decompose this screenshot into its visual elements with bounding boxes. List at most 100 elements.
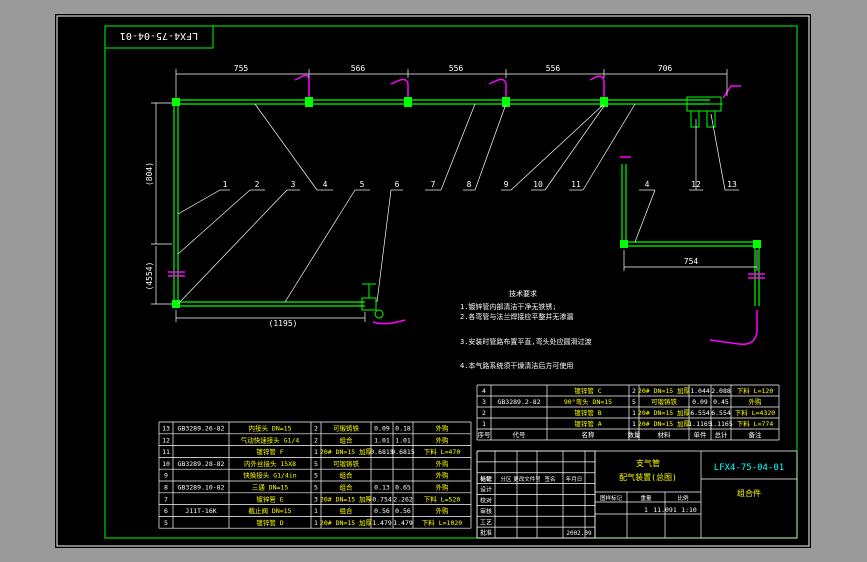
upper-cell-name: 镀锌管 B: [574, 408, 601, 417]
elbow-right-2: [753, 240, 761, 248]
balloon-11: 11: [571, 180, 581, 189]
lower-cell-unit: 0.09: [374, 425, 390, 433]
lower-cell-code: J11T-16K: [185, 507, 216, 515]
dim-top-4: 556: [546, 64, 561, 73]
upper-header-note: 备注: [749, 430, 763, 439]
upper-cell-no: 3: [482, 398, 486, 406]
tee-1: [305, 97, 313, 107]
elbow-top-left: [172, 98, 180, 106]
dim-top-3: 556: [449, 64, 464, 73]
lower-cell-qty: 2: [314, 436, 318, 444]
upper-cell-total: 6.554: [711, 409, 731, 417]
drawing-sheet: LFX4-75-04-01: [55, 14, 811, 548]
lower-cell-no: 11: [162, 448, 170, 456]
upper-header-name: 名称: [582, 430, 596, 439]
tee-4: [600, 97, 608, 107]
notes-line-3: 3.安装时管路布置平直,弯头处应圆滑过渡: [460, 337, 592, 346]
upper-cell-qty: 1: [632, 420, 636, 428]
title-left-label-3: 审核: [480, 507, 492, 515]
lower-cell-qty: 5: [314, 472, 318, 480]
balloon-9: 9: [504, 180, 509, 189]
upper-header-no: 序号: [478, 430, 492, 439]
title-stage-label: 图样标记: [600, 494, 623, 502]
lower-cell-material: 20# DN=15 加厚: [320, 518, 373, 527]
lower-cell-qty: 1: [314, 519, 318, 527]
upper-cell-material: 可锻铸铁: [651, 397, 678, 406]
lower-cell-note: 外购: [436, 435, 450, 444]
notes-title: 技术要求: [509, 289, 537, 298]
upper-header-code: 代号: [513, 430, 527, 439]
lower-cell-note: 下料 L=520: [424, 494, 461, 503]
notes-line-1: 1.镀锌管内部清洁干净无铁锈;: [460, 302, 557, 311]
lower-cell-name: 内外丝接头 15X8: [244, 459, 296, 468]
balloon-12: 12: [691, 180, 701, 189]
tee-3: [502, 97, 510, 107]
lower-cell-material: 20# DN=15 加厚: [320, 494, 373, 503]
lower-cell-unit: 0.56: [374, 507, 390, 515]
lower-cell-code: GB3289.26-82: [178, 425, 225, 433]
leader-lines: [177, 103, 739, 305]
lower-cell-no: 13: [162, 425, 170, 433]
lower-cell-unit: 0.6815: [370, 448, 394, 456]
main-pipe: [173, 99, 760, 307]
upper-cell-total: 1.1165: [709, 420, 733, 428]
lower-cell-total: 1.01: [395, 436, 411, 444]
lower-cell-unit: 1.01: [374, 436, 390, 444]
lower-cell-no: 10: [162, 460, 170, 468]
lower-cell-note: 外购: [436, 471, 450, 480]
elbow-right-1: [620, 240, 628, 248]
lower-cell-name: 内接头 DN=15: [249, 424, 292, 433]
code-mirror-text: LFX4-75-04-01: [120, 30, 198, 41]
lower-cell-name: 三通 DN=15: [252, 483, 289, 492]
technical-notes: 技术要求 1.镀锌管内部清洁干净无铁锈; 2.各弯管与法兰焊接应平整并无渗漏 3…: [460, 289, 592, 370]
title-scale-label: 比例: [677, 494, 689, 502]
upper-cell-note: 下料 L=120: [737, 386, 774, 395]
upper-header-unit: 单件: [694, 430, 708, 439]
lower-cell-note: 下料 L=470: [424, 447, 461, 456]
balloon-6: 6: [395, 180, 400, 189]
lower-cell-qty: 5: [314, 484, 318, 492]
title-weight: 11.091: [653, 506, 677, 514]
title-mid-label-0: 处数: [480, 475, 492, 483]
title-left-label-5: 批准: [480, 529, 492, 537]
upper-header-total: 总计: [715, 430, 729, 439]
title-mid-label-1: 分区: [500, 475, 512, 483]
title-name-line2: 配气装置(总图): [619, 472, 677, 482]
upper-cell-qty: 2: [632, 387, 636, 395]
upper-cell-unit: 1.044: [690, 387, 710, 395]
lower-cell-note: 下料 L=1020: [422, 518, 462, 527]
lower-cell-qty: 2: [314, 425, 318, 433]
lower-cell-no: 6: [164, 507, 168, 515]
upper-cell-material: 20# DN=15 加厚: [638, 408, 691, 417]
lower-cell-note: 外购: [436, 506, 450, 515]
lower-cell-name: 镀锌管 F: [256, 447, 283, 456]
dim-bottom: (1195): [269, 319, 298, 328]
lower-cell-qty: 1: [314, 507, 318, 515]
lower-cell-total: 2.262: [393, 495, 413, 503]
code-box: [104, 25, 214, 49]
title-mid-label-2: 更改文件号: [513, 475, 541, 483]
title-mid-label-4: 年月日: [566, 475, 583, 483]
lower-cell-name: 气动快速接头 G1/4: [241, 435, 300, 444]
upper-cell-note: 下料 L=774: [737, 419, 774, 428]
balloon-4b: 4: [645, 180, 650, 189]
upper-cell-note: 下料 L=4320: [735, 408, 775, 417]
lower-cell-total: 0.6815: [391, 448, 415, 456]
title-sheet-count: 1: [644, 506, 648, 514]
lower-cell-material: 组合: [340, 506, 354, 515]
tee-2: [404, 97, 412, 107]
lower-cell-name: 镀锌管 D: [256, 518, 283, 527]
lower-cell-material: 组合: [340, 435, 354, 444]
dimension-texts: 755 566 556 556 706 (804) (4554) (1195) …: [145, 64, 698, 328]
outer-frame: [56, 15, 810, 547]
lower-cell-note: 外购: [436, 424, 450, 433]
lower-cell-no: 5: [164, 519, 168, 527]
lower-cell-unit: 1.479: [372, 519, 392, 527]
inner-frame: [104, 25, 798, 539]
balloon-1: 1: [223, 180, 228, 189]
balloon-3: 3: [291, 180, 296, 189]
balloon-7: 7: [431, 180, 436, 189]
lower-cell-qty: 5: [314, 460, 318, 468]
upper-cell-unit: 0.09: [692, 398, 708, 406]
